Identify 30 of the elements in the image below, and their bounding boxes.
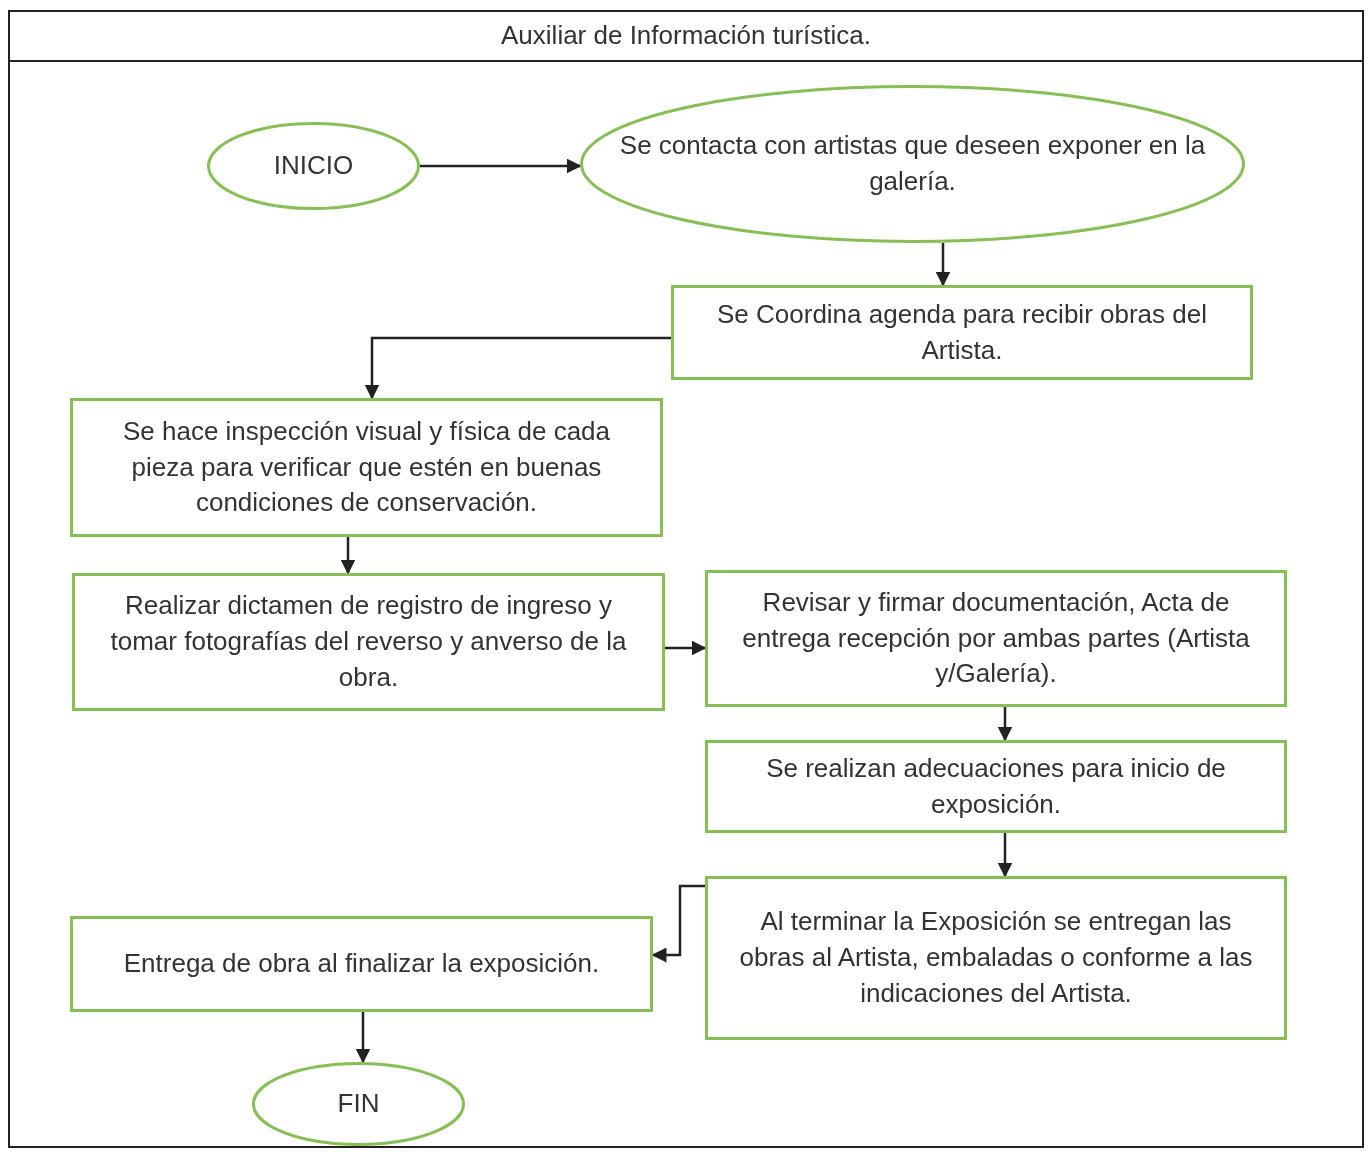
arrow: [997, 707, 1013, 742]
process-box: [70, 398, 663, 537]
process-box: [705, 740, 1287, 833]
arrow: [935, 242, 951, 287]
process-box: [705, 570, 1287, 707]
arrow: [997, 833, 1013, 878]
terminal-ellipse: [207, 122, 420, 210]
process-box: [72, 573, 665, 711]
step-text: Se hace inspección visual y física de cada pieza para verificar que estén en buenas condiciones de conservación.: [121, 414, 612, 520]
step-text: Entrega de obra al finalizar la exposición.: [122, 947, 601, 981]
step-text: Al terminar la Exposición se entregan las obras al Artista, embaladas o conforme a las indicaciones del Artista.: [738, 905, 1254, 1010]
process-box: [705, 876, 1287, 1040]
process-box: [70, 916, 653, 1012]
process-box: [671, 285, 1253, 380]
arrow: [420, 158, 582, 174]
arrow: [340, 537, 356, 575]
step-text: Se realizan adecuaciones para inicio de exposición.: [765, 751, 1227, 821]
diagram-title: Auxiliar de Información turística.: [501, 19, 871, 51]
step-text: Realizar dictamen de registro de ingreso y tomar fotografías del reverso y anverso de la obra.: [109, 589, 628, 694]
terminal-ellipse: [252, 1062, 465, 1146]
arrow: [355, 1012, 371, 1064]
terminal-ellipse: [580, 85, 1245, 243]
step-text: Revisar y firmar documentación, Acta de entrega recepción por ambas partes (Artista y/Galería).: [741, 585, 1251, 691]
arrow: [364, 336, 671, 400]
step-text: INICIO: [272, 149, 355, 183]
arrow: [651, 884, 705, 963]
step-text: Se contacta con artistas que deseen exponer en la galería.: [618, 129, 1207, 198]
arrow: [665, 640, 707, 656]
step-text: FIN: [336, 1087, 381, 1121]
step-text: Se Coordina agenda para recibir obras del Artista.: [716, 297, 1208, 367]
